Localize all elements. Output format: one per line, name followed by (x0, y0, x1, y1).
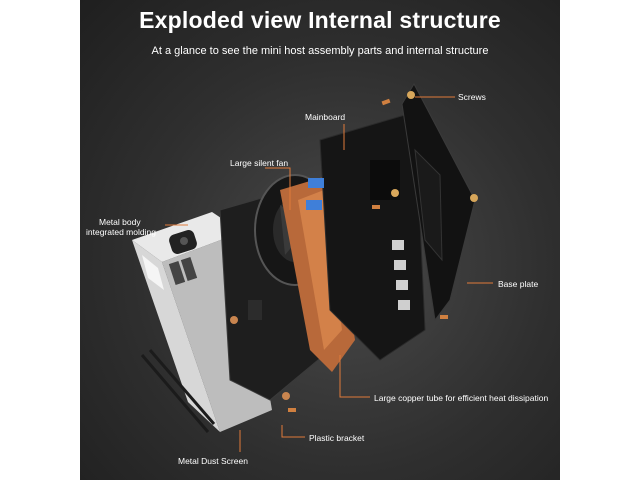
page-subtitle: At a glance to see the mini host assembl… (151, 45, 489, 57)
label-screws: Screws (458, 92, 486, 102)
label-base-plate: Base plate (498, 279, 539, 289)
label-plastic-bracket: Plastic bracket (309, 433, 365, 443)
label-mainboard: Mainboard (305, 112, 346, 122)
screws (288, 98, 448, 412)
label-fan: Large silent fan (230, 158, 289, 168)
diagram-panel: Exploded view Internal structure At a gl… (80, 0, 560, 480)
exploded-view-illustration (132, 82, 493, 452)
leader-lines (165, 96, 493, 452)
label-copper-tube: Large copper tube for efficient heat dis… (374, 393, 549, 403)
metal-dust-screen (140, 349, 216, 433)
label-metal-body-line1: Metal body (99, 217, 141, 227)
label-metal-body-line2: integrated molding (86, 227, 156, 237)
base-plate (391, 82, 478, 322)
label-dust-screen: Metal Dust Screen (178, 456, 248, 466)
page-title: Exploded view Internal structure (139, 7, 501, 33)
